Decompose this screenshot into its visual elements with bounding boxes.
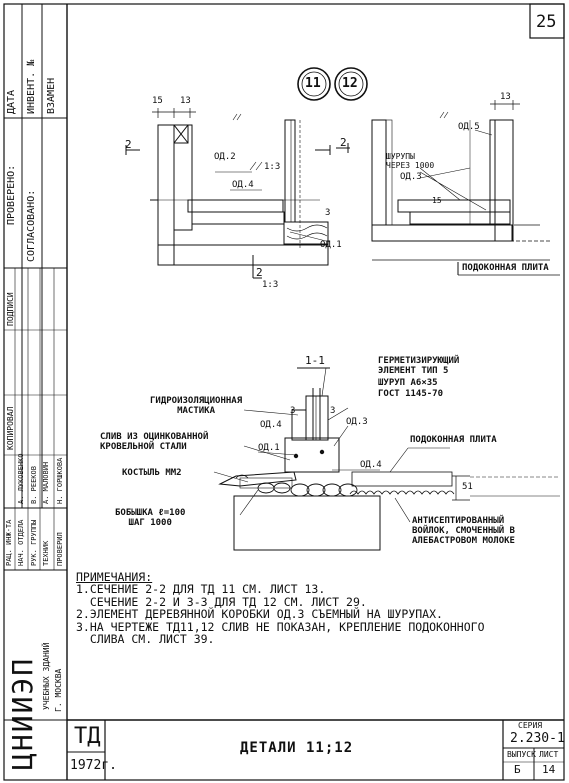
label-dim-3b: 3 (330, 406, 336, 416)
strip-checked: ПРОВЕРЕНО: (6, 164, 17, 225)
label-od3-right: ОД.3 (400, 172, 422, 182)
callout-circle-12 (334, 67, 368, 101)
label-drip: СЛИВ ИЗ ОЦИНКОВАННОЙ КРОВЕЛЬНОЙ СТАЛИ (100, 432, 209, 452)
strip-name-2: А. МАЛОВИН (42, 461, 50, 504)
callout-label-11: 11 (305, 76, 321, 91)
sheet-value: 14 (542, 763, 556, 776)
label-od4-left: ОД.4 (232, 180, 254, 190)
strip-role-2: РУК. ГРУППЫ (30, 519, 38, 566)
callout-circle-11 (297, 67, 331, 101)
title-code: ТД (74, 724, 101, 749)
label-screws: ШУРУПЫ ЧЕРЕЗ 1000 (386, 152, 435, 170)
strip-name-0: А. ЛУКОВЕНКО (17, 453, 25, 504)
dim-left-a: 15 (152, 96, 163, 106)
strip-role-0: РАЦ. ИНЖ-ТА (5, 519, 13, 566)
dim-right-a: 13 (500, 92, 511, 102)
label-screw: ШУРУП А6×35 (378, 378, 438, 388)
sheet-number-box (529, 3, 565, 39)
label-bobyshka: БОБЫШКА ℓ=100 ШАГ 1000 (115, 508, 186, 528)
label-fifteen: 15 (432, 196, 442, 205)
label-od1-left: ОД.1 (320, 240, 342, 250)
sheet-number: 25 (536, 12, 557, 32)
outer-border (3, 3, 565, 781)
label-dim-3a: 3 (290, 406, 296, 416)
label-od4b-detail: ОД.4 (360, 460, 382, 470)
label-dim-51: 51 (462, 482, 473, 492)
detail-section-1-1 (213, 367, 560, 551)
strip-name-3: Н. ГОРШКОВА (56, 457, 64, 504)
org-city: Г. МОСКВА (54, 668, 63, 712)
left-section-view (125, 108, 331, 279)
note-line: 2.ЭЛЕМЕНТ ДЕРЕВЯННОЙ КОРОБКИ ОД.3 СЪЕМНЫ… (76, 607, 443, 622)
label-sealant: ГЕРМЕТИЗИРУЮЩИЙ ЭЛЕМЕНТ ТИП 5 (378, 356, 460, 376)
strip-name-1: В. РЕЕКОВ (30, 466, 38, 504)
note-line: СЕЧЕНИЕ 2-2 И 3-3 ДЛЯ ТД 12 СМ. ЛИСТ 29. (76, 594, 367, 609)
dim-left-b: 13 (180, 96, 191, 106)
section-mark-right-top: 2 (340, 136, 347, 149)
series-label: СЕРИЯ (518, 721, 543, 730)
org-subtitle: УЧЕБНЫХ ЗДАНИЙ (42, 642, 51, 710)
label-crutch: КОСТЫЛЬ ММ2 (122, 468, 182, 478)
strip-role-3: ТЕХНИК (42, 540, 50, 566)
title-year: 1972г. (70, 758, 117, 773)
label-od3-detail: ОД.3 (346, 417, 368, 427)
label-od5: ОД.5 (458, 122, 480, 132)
scale-mid: 1:3 (264, 162, 281, 172)
issue-value: Б (514, 763, 521, 776)
strip-data: ДАТА (6, 89, 17, 114)
issue-label: ВЫПУСК (507, 750, 536, 759)
label-three-left: 3 (325, 208, 331, 218)
label-mastic: ГИДРОИЗОЛЯЦИОННАЯ МАСТИКА (150, 396, 243, 416)
detail-title: 1-1 (305, 354, 325, 367)
note-line: СЛИВА СМ. ЛИСТ 39. (76, 632, 215, 647)
callout-label-12: 12 (342, 76, 358, 91)
sheet-label: ЛИСТ (539, 750, 559, 759)
label-od1-detail: ОД.1 (258, 443, 280, 453)
strip-role-4: ПРОВЕРИЛ (56, 532, 64, 566)
label-od2: ОД.2 (214, 152, 236, 162)
org-name: ЦНИИЭП (6, 656, 39, 770)
label-antiseptic: АНТИСЕПТИРОВАННЫЙ ВОЙЛОК, СМОЧЕННЫЙ В АЛ… (412, 516, 515, 546)
drawing-title: ДЕТАЛИ 11;12 (240, 740, 354, 756)
note-line: 1.СЕЧЕНИЕ 2-2 ДЛЯ ТД 11 СМ. ЛИСТ 13. (76, 582, 326, 597)
notes-block: ПРИМЕЧАНИЯ: 1.СЕЧЕНИЕ 2-2 ДЛЯ ТД 11 СМ. … (76, 570, 485, 647)
series-value: 2.230-1 (510, 731, 565, 746)
right-section-view (336, 100, 560, 276)
note-line: 3.НА ЧЕРТЕЖЕ ТД11,12 СЛИВ НЕ ПОКАЗАН, КР… (76, 619, 485, 634)
label-podokon-top: ПОДОКОННАЯ ПЛИТА (462, 263, 549, 273)
strip-approved: СОГЛАСОВАНО: (26, 189, 37, 262)
section-mark-left-top: 2 (125, 138, 132, 151)
section-mark-left-bottom: 2 (256, 266, 263, 279)
strip-copied: КОПИРОВАЛ (6, 406, 15, 450)
scale-left: 1:3 (262, 280, 279, 290)
notes-title: ПРИМЕЧАНИЯ: (76, 570, 153, 584)
label-gost: ГОСТ 1145-70 (378, 389, 444, 399)
strip-signatures: ПОДПИСИ (6, 292, 15, 326)
label-podokon-detail: ПОДОКОННАЯ ПЛИТА (410, 435, 497, 445)
label-od4-detail: ОД.4 (260, 420, 282, 430)
strip-role-1: НАЧ. ОТДЕЛА (17, 519, 25, 566)
strip-inv: ИНВЕНТ. № (26, 59, 37, 114)
strip-vzamen: ВЗАМЕН (46, 77, 57, 114)
